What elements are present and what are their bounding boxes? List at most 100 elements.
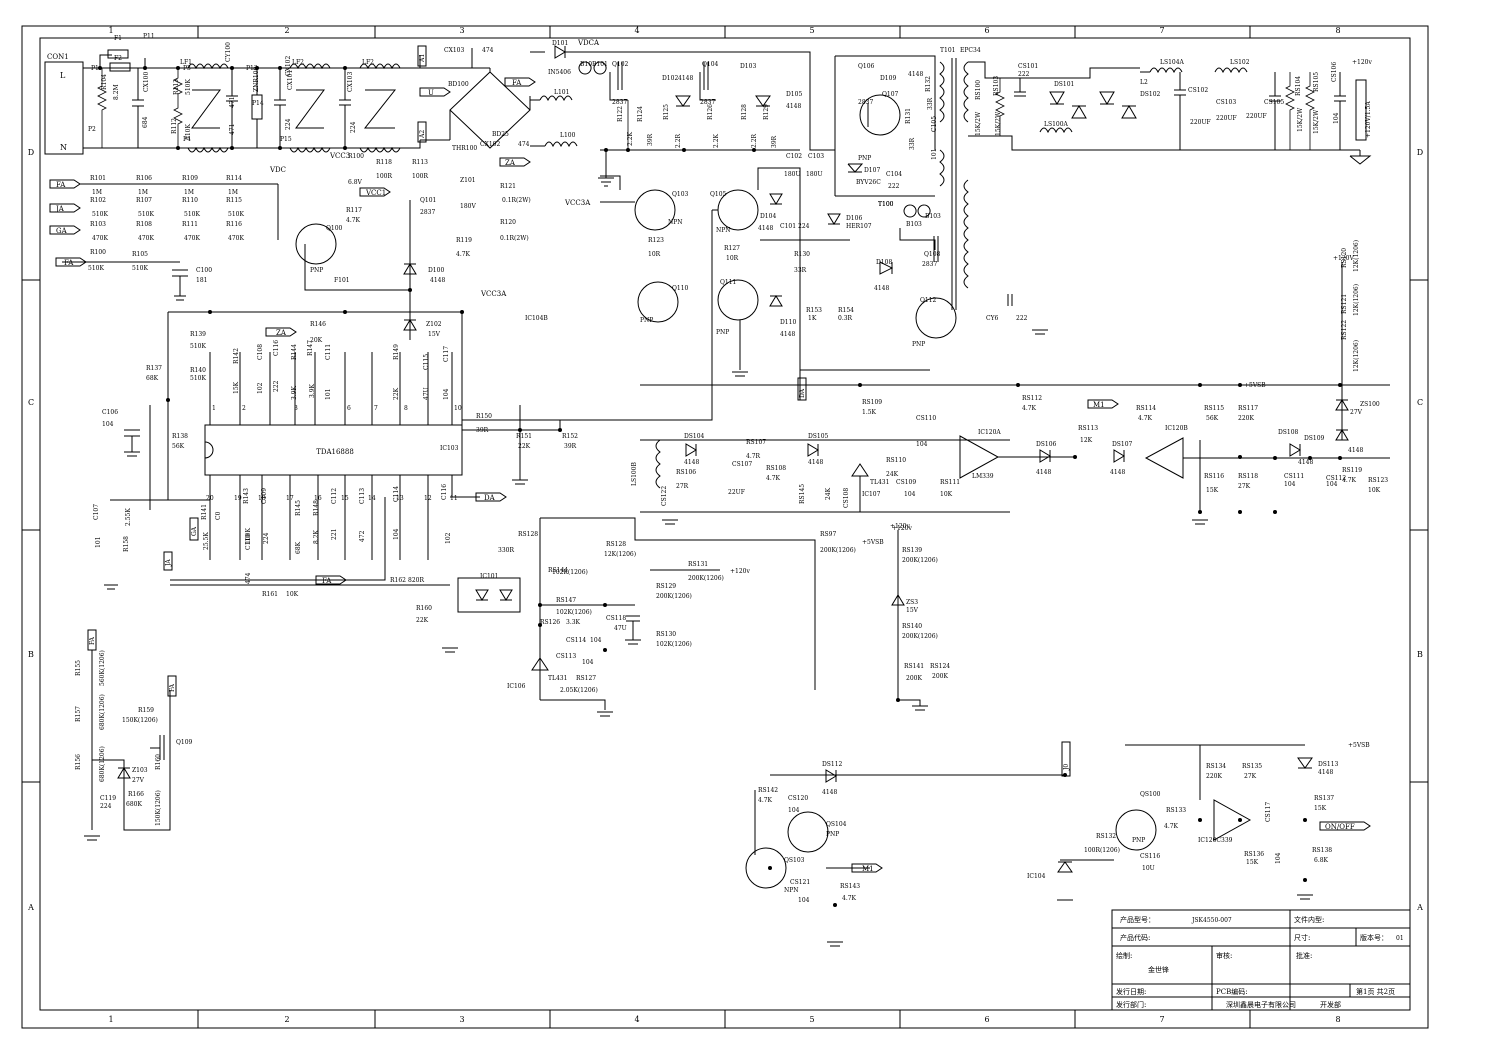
component-label: CS106 [1331, 62, 1338, 82]
component-label: 4.7K [1138, 415, 1153, 422]
component-label: 2.55K [125, 508, 132, 526]
net-flag-ja-2 [163, 551, 173, 571]
component-label: DS105 [808, 433, 829, 440]
component-label: RS124 [930, 663, 950, 670]
component-label: 3.9K [291, 385, 298, 400]
component-label: 4.7K [1164, 823, 1179, 830]
component-label: R101 [90, 175, 106, 182]
component-label: RS115 [1204, 405, 1224, 412]
component-label: F101 [334, 277, 350, 284]
net-flag-a1 [417, 45, 427, 67]
component-label: RS110 [886, 457, 906, 464]
component-label: 222 [1018, 71, 1030, 78]
component-label: RS141 [904, 663, 924, 670]
component-label: C105 [931, 116, 938, 132]
zone-grid [22, 26, 1428, 1028]
component-label: 470K [228, 235, 244, 242]
component-label: 2837 [922, 261, 937, 268]
component-label: RS120 [1341, 248, 1348, 268]
label: PCB编码: [1216, 987, 1248, 996]
component-label: RS123 [1368, 477, 1388, 484]
component-label: R126 [707, 104, 714, 120]
component-label: 33R [927, 97, 934, 110]
component-label: RS111 [940, 479, 960, 486]
component-label: 15K/2W [995, 111, 1002, 136]
component-label: D103 [740, 63, 756, 70]
component-label: Z101 [460, 177, 476, 184]
component-label: 6.8K [1314, 857, 1329, 864]
component-label: R132 [925, 76, 932, 92]
component-label: C106 [102, 409, 118, 416]
pin-number: 2 [242, 405, 246, 412]
component-label: ZS100 [1360, 401, 1380, 408]
component-label: CS107 [732, 461, 752, 468]
component-label: CX103 [347, 72, 354, 92]
component-label: RS136 [1244, 851, 1264, 858]
zone-col-bottom: 8 [1335, 1015, 1340, 1024]
label: JA [55, 205, 65, 213]
net-flag-ga-2 [189, 517, 199, 541]
component-label: DS109 [1304, 435, 1325, 442]
component-label: 4.7K [766, 475, 781, 482]
component-label: C103 [808, 153, 824, 160]
label: BD25 [492, 131, 509, 138]
component-label: B103 [925, 213, 941, 220]
component-label: 222 [273, 380, 280, 392]
component-label: RS103 [993, 76, 1000, 96]
component-label: C108 [257, 344, 264, 360]
component-label: CS113 [556, 653, 576, 660]
component-label: C101 [780, 223, 796, 230]
component-label: RS144 [548, 567, 568, 574]
label: +5VSB [862, 539, 884, 546]
component-label: 680K [126, 801, 142, 808]
component-label: 104 [1326, 481, 1338, 488]
component-label: 10R [726, 255, 739, 262]
component-label: 510K [190, 343, 206, 350]
component-label: 33R [909, 137, 916, 150]
component-label: Q108 [924, 251, 941, 258]
component-label: 220UF [1246, 113, 1267, 120]
label: +120v [892, 525, 912, 532]
component-label: 2837 [700, 99, 715, 106]
component-label: D107 [864, 167, 880, 174]
component-label: 1M [138, 189, 148, 196]
component-label: DS108 [1278, 429, 1299, 436]
component-label: R117 [346, 207, 362, 214]
component-label: B103 [906, 221, 922, 228]
pin-number: 12 [424, 495, 432, 502]
label: FA [169, 683, 176, 692]
component-label: 224 [798, 223, 810, 230]
con1-label: CON1 [47, 53, 69, 61]
net-flag-fa-2 [55, 257, 87, 267]
component-label: Q105 [710, 191, 727, 198]
component-label: 68K [146, 375, 159, 382]
zone-col-bottom: 5 [809, 1015, 814, 1024]
component-label: 1M [92, 189, 102, 196]
component-label: 102K(1206) [656, 641, 692, 648]
component-label: C0 [215, 511, 222, 520]
component-label: R122 [617, 106, 624, 122]
component-label: 39R [771, 135, 778, 148]
component-label: 220UF [1216, 115, 1237, 122]
component-label: 4148 [1110, 469, 1125, 476]
component-label: 22K [393, 387, 400, 400]
component-label: 2.2R [751, 133, 758, 148]
component-label: 4.7K [346, 217, 361, 224]
component-label: C117 [443, 346, 450, 362]
zone-col-top: 6 [984, 26, 989, 35]
component-label: Q110 [672, 285, 689, 292]
net-flag-j0 [1061, 741, 1071, 777]
component-label: 100R(1206) [1084, 847, 1120, 854]
component-label: 680K(1206) [99, 746, 106, 782]
component-label: R155 [75, 660, 82, 676]
component-label: C114 [393, 486, 400, 502]
component-label: RS137 [1314, 795, 1334, 802]
component-label: QS100 [1140, 791, 1161, 798]
component-label: RS131 [688, 561, 708, 568]
component-label: 4.7K [1342, 477, 1357, 484]
component-label: CS101 [1018, 63, 1038, 70]
component-label: RS145 [799, 484, 806, 504]
component-label: +120V/1.5A [1365, 101, 1372, 138]
component-label: 4148 [786, 103, 801, 110]
